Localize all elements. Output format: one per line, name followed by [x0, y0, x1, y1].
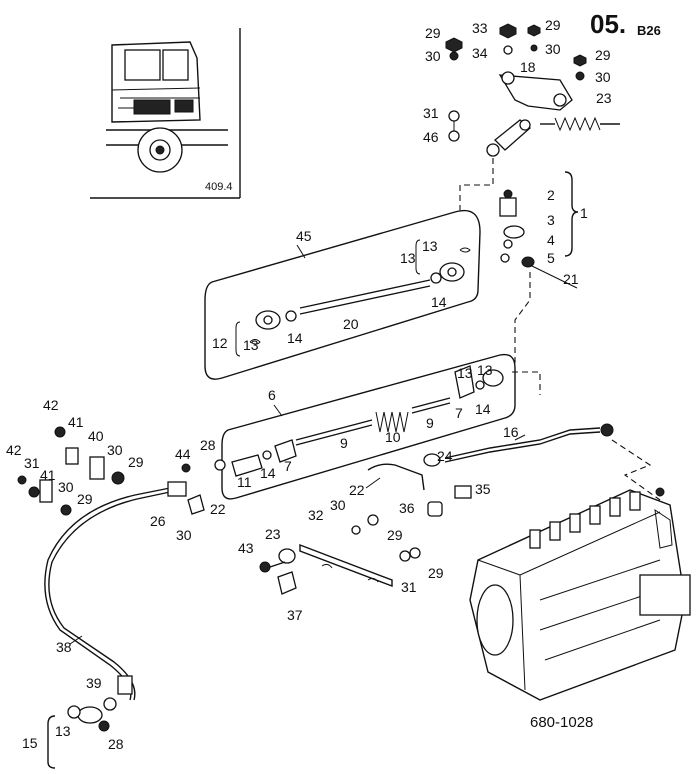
callout-29: 29 [428, 565, 444, 581]
leader-lines [69, 244, 578, 645]
callout-31: 31 [401, 579, 417, 595]
callout-labels: 29 30 33 34 29 30 18 29 30 23 31 46 2 3 … [6, 17, 612, 752]
callout-7: 7 [455, 405, 463, 421]
callout-13: 13 [477, 362, 493, 378]
callout-40: 40 [88, 428, 104, 444]
callout-11: 11 [237, 474, 252, 490]
callout-9: 9 [426, 415, 434, 431]
callout-4: 4 [547, 232, 555, 248]
callout-18: 20 [343, 316, 359, 332]
callout-14: 14 [287, 330, 303, 346]
callout-30: 30 [595, 69, 611, 85]
callout-36: 36 [399, 500, 415, 516]
callout-23: 23 [596, 90, 612, 106]
callout-29: 29 [595, 47, 611, 63]
callout-30: 30 [425, 48, 441, 64]
callout-14: 14 [260, 465, 276, 481]
callout-13: 13 [422, 238, 438, 254]
rod-assembly-45 [204, 209, 481, 380]
callout-37: 37 [287, 607, 303, 623]
callout-2: 2 [547, 187, 555, 203]
callout-32: 32 [308, 507, 324, 523]
rod-assembly-6 [221, 353, 516, 500]
callout-3: 3 [547, 212, 555, 228]
inset-code: 409.4 [205, 181, 233, 193]
cable-16 [423, 423, 614, 467]
callout-43: 42 [6, 442, 22, 458]
callout-12: 12 [212, 335, 228, 351]
bracket-assembly [445, 23, 620, 157]
callout-1: 1 [580, 205, 588, 221]
callout-29: 29 [425, 25, 441, 41]
callout-14: 14 [475, 401, 491, 417]
callout-42: 42 [43, 397, 59, 413]
cable-38 [44, 481, 187, 769]
callout-38: 38 [56, 639, 72, 655]
callout-9: 9 [340, 435, 348, 451]
callout-33: 33 [472, 20, 488, 36]
lever-group [259, 514, 421, 595]
callout-12: 13 [457, 365, 473, 381]
section-code: B26 [637, 23, 661, 38]
callout-31: 31 [24, 455, 40, 471]
callout-28: 28 [200, 437, 216, 453]
callout-5: 5 [547, 250, 555, 266]
callout-41: 41 [40, 467, 56, 483]
drawing-number: 680-1028 [530, 714, 593, 731]
callout-31: 31 [423, 105, 439, 121]
callout-15: 15 [22, 735, 38, 751]
callout-42: 43 [238, 540, 254, 556]
callout-34: 34 [472, 45, 488, 61]
callout-30: 30 [545, 41, 561, 57]
callout-29: 29 [128, 454, 144, 470]
callout-41: 41 [68, 414, 84, 430]
callout-6: 6 [268, 387, 276, 403]
inset-truck-view: 409.4 [90, 28, 241, 199]
callout-46: 46 [423, 129, 439, 145]
callout-29: 29 [545, 17, 561, 33]
injection-pump [469, 487, 691, 701]
callout-16: 16 [503, 424, 519, 440]
callout-21: 22 [349, 482, 365, 498]
callout-28: 28 [108, 736, 124, 752]
callout-30: 30 [176, 527, 192, 543]
callout-30: 30 [107, 442, 123, 458]
callout-26: 26 [150, 513, 166, 529]
callout-17: 18 [520, 59, 536, 75]
callout-22: 23 [265, 526, 281, 542]
callout-20: 22 [210, 501, 226, 517]
callout-29: 29 [387, 527, 403, 543]
left-bracket-group [17, 426, 226, 516]
callout-24: 24 [437, 448, 453, 464]
ball-joint-group [499, 171, 579, 268]
section-number: 05. [590, 9, 626, 39]
callout-12: 13 [400, 250, 416, 266]
callout-13: 13 [243, 337, 259, 353]
callout-30: 30 [58, 479, 74, 495]
callout-7: 7 [284, 458, 292, 474]
callout-45: 45 [296, 228, 312, 244]
callout-10: 10 [385, 429, 401, 445]
callout-39: 39 [86, 675, 102, 691]
callout-35: 35 [475, 481, 491, 497]
callout-14: 14 [431, 294, 447, 310]
callout-29: 29 [77, 491, 93, 507]
callout-30: 30 [330, 497, 346, 513]
callout-44: 44 [175, 446, 191, 462]
callout-13: 13 [55, 723, 71, 739]
